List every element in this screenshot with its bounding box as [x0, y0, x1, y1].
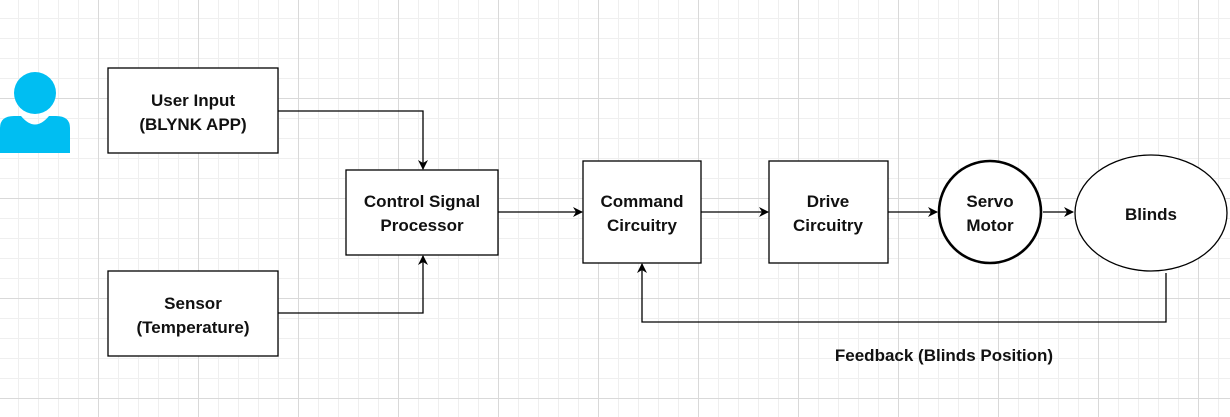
feedback-label: Feedback (Blinds Position): [835, 346, 1053, 365]
command-circuitry-node: Command Circuitry: [582, 160, 702, 264]
sensor-label-line1: Sensor: [164, 294, 222, 313]
drive-circuitry-node: Drive Circuitry: [768, 160, 889, 264]
processor-label-line2: Processor: [380, 216, 464, 235]
user-input-label-line1: User Input: [151, 91, 235, 110]
edge-feedback-blinds-to-command: [637, 263, 1167, 323]
servo-label-line2: Motor: [966, 216, 1014, 235]
user-input-label-line2: (BLYNK APP): [139, 115, 246, 134]
sensor-label-line2: (Temperature): [136, 318, 249, 337]
blinds-node: Blinds: [1074, 154, 1228, 272]
processor-label-line1: Control Signal: [364, 192, 480, 211]
user-input-node: User Input (BLYNK APP): [107, 67, 279, 154]
drive-label-line1: Drive: [807, 192, 850, 211]
drive-label-line2: Circuitry: [793, 216, 863, 235]
command-label-line2: Circuitry: [607, 216, 677, 235]
user-icon: [0, 72, 70, 153]
blinds-label: Blinds: [1125, 205, 1177, 224]
sensor-node: Sensor (Temperature): [107, 270, 279, 357]
servo-label-line1: Servo: [966, 192, 1013, 211]
control-signal-processor-node: Control Signal Processor: [345, 169, 499, 256]
servo-motor-node: Servo Motor: [937, 159, 1043, 265]
edge-user-input-to-processor: [278, 110, 428, 170]
edge-sensor-to-processor: [278, 255, 428, 314]
command-label-line1: Command: [600, 192, 683, 211]
